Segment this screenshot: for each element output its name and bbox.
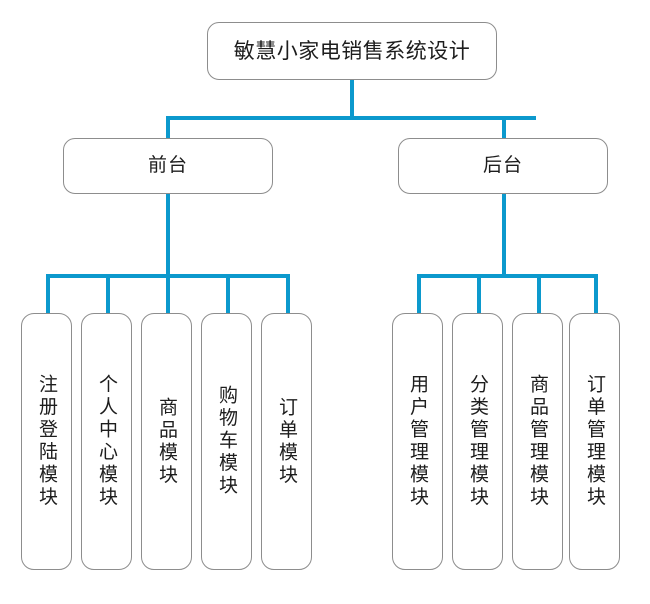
node-leaf-front-1-label: 个人中心模块 bbox=[96, 374, 118, 509]
node-leaf-front-1[interactable]: 个人中心模块 bbox=[81, 313, 132, 570]
node-leaf-front-3[interactable]: 购物车模块 bbox=[201, 313, 252, 570]
node-leaf-back-3-label: 订单管理模块 bbox=[584, 374, 606, 509]
node-leaf-front-2[interactable]: 商品模块 bbox=[141, 313, 192, 570]
node-leaf-back-2[interactable]: 商品管理模块 bbox=[512, 313, 563, 570]
node-leaf-back-3[interactable]: 订单管理模块 bbox=[569, 313, 620, 570]
node-leaf-back-1-label: 分类管理模块 bbox=[467, 374, 489, 509]
connector-root-bus bbox=[166, 116, 536, 120]
node-leaf-front-2-label: 商品模块 bbox=[156, 396, 178, 487]
node-leaf-back-0-label: 用户管理模块 bbox=[407, 374, 429, 509]
node-leaf-front-0[interactable]: 注册登陆模块 bbox=[21, 313, 72, 570]
connector-front-drop-2 bbox=[166, 274, 170, 316]
node-leaf-back-0[interactable]: 用户管理模块 bbox=[392, 313, 443, 570]
connector-back-bus bbox=[417, 274, 597, 278]
connector-front-stem bbox=[166, 194, 170, 278]
connector-front-drop-3 bbox=[226, 274, 230, 316]
node-leaf-back-1[interactable]: 分类管理模块 bbox=[452, 313, 503, 570]
node-leaf-front-4[interactable]: 订单模块 bbox=[261, 313, 312, 570]
node-leaf-back-2-label: 商品管理模块 bbox=[527, 374, 549, 509]
node-root-label: 敏慧小家电销售系统设计 bbox=[233, 38, 471, 63]
connector-front-drop-1 bbox=[106, 274, 110, 316]
node-branch-back[interactable]: 后台 bbox=[398, 138, 608, 194]
connector-back-drop-1 bbox=[477, 274, 481, 316]
connector-back-drop-0 bbox=[417, 274, 421, 316]
connector-back-drop-2 bbox=[537, 274, 541, 316]
node-branch-front-label: 前台 bbox=[147, 154, 188, 177]
connector-front-drop-4 bbox=[286, 274, 290, 316]
node-leaf-front-4-label: 订单模块 bbox=[276, 396, 298, 487]
node-root[interactable]: 敏慧小家电销售系统设计 bbox=[207, 22, 497, 80]
connector-root-drop-front bbox=[166, 116, 170, 140]
connector-front-drop-0 bbox=[46, 274, 50, 316]
connector-root-stem bbox=[350, 80, 354, 118]
node-leaf-front-3-label: 购物车模块 bbox=[216, 385, 238, 498]
node-branch-back-label: 后台 bbox=[482, 154, 523, 177]
connector-back-drop-3 bbox=[594, 274, 598, 316]
node-branch-front[interactable]: 前台 bbox=[63, 138, 273, 194]
node-leaf-front-0-label: 注册登陆模块 bbox=[36, 374, 58, 509]
connector-back-stem bbox=[502, 194, 506, 278]
connector-root-drop-back bbox=[502, 116, 506, 140]
